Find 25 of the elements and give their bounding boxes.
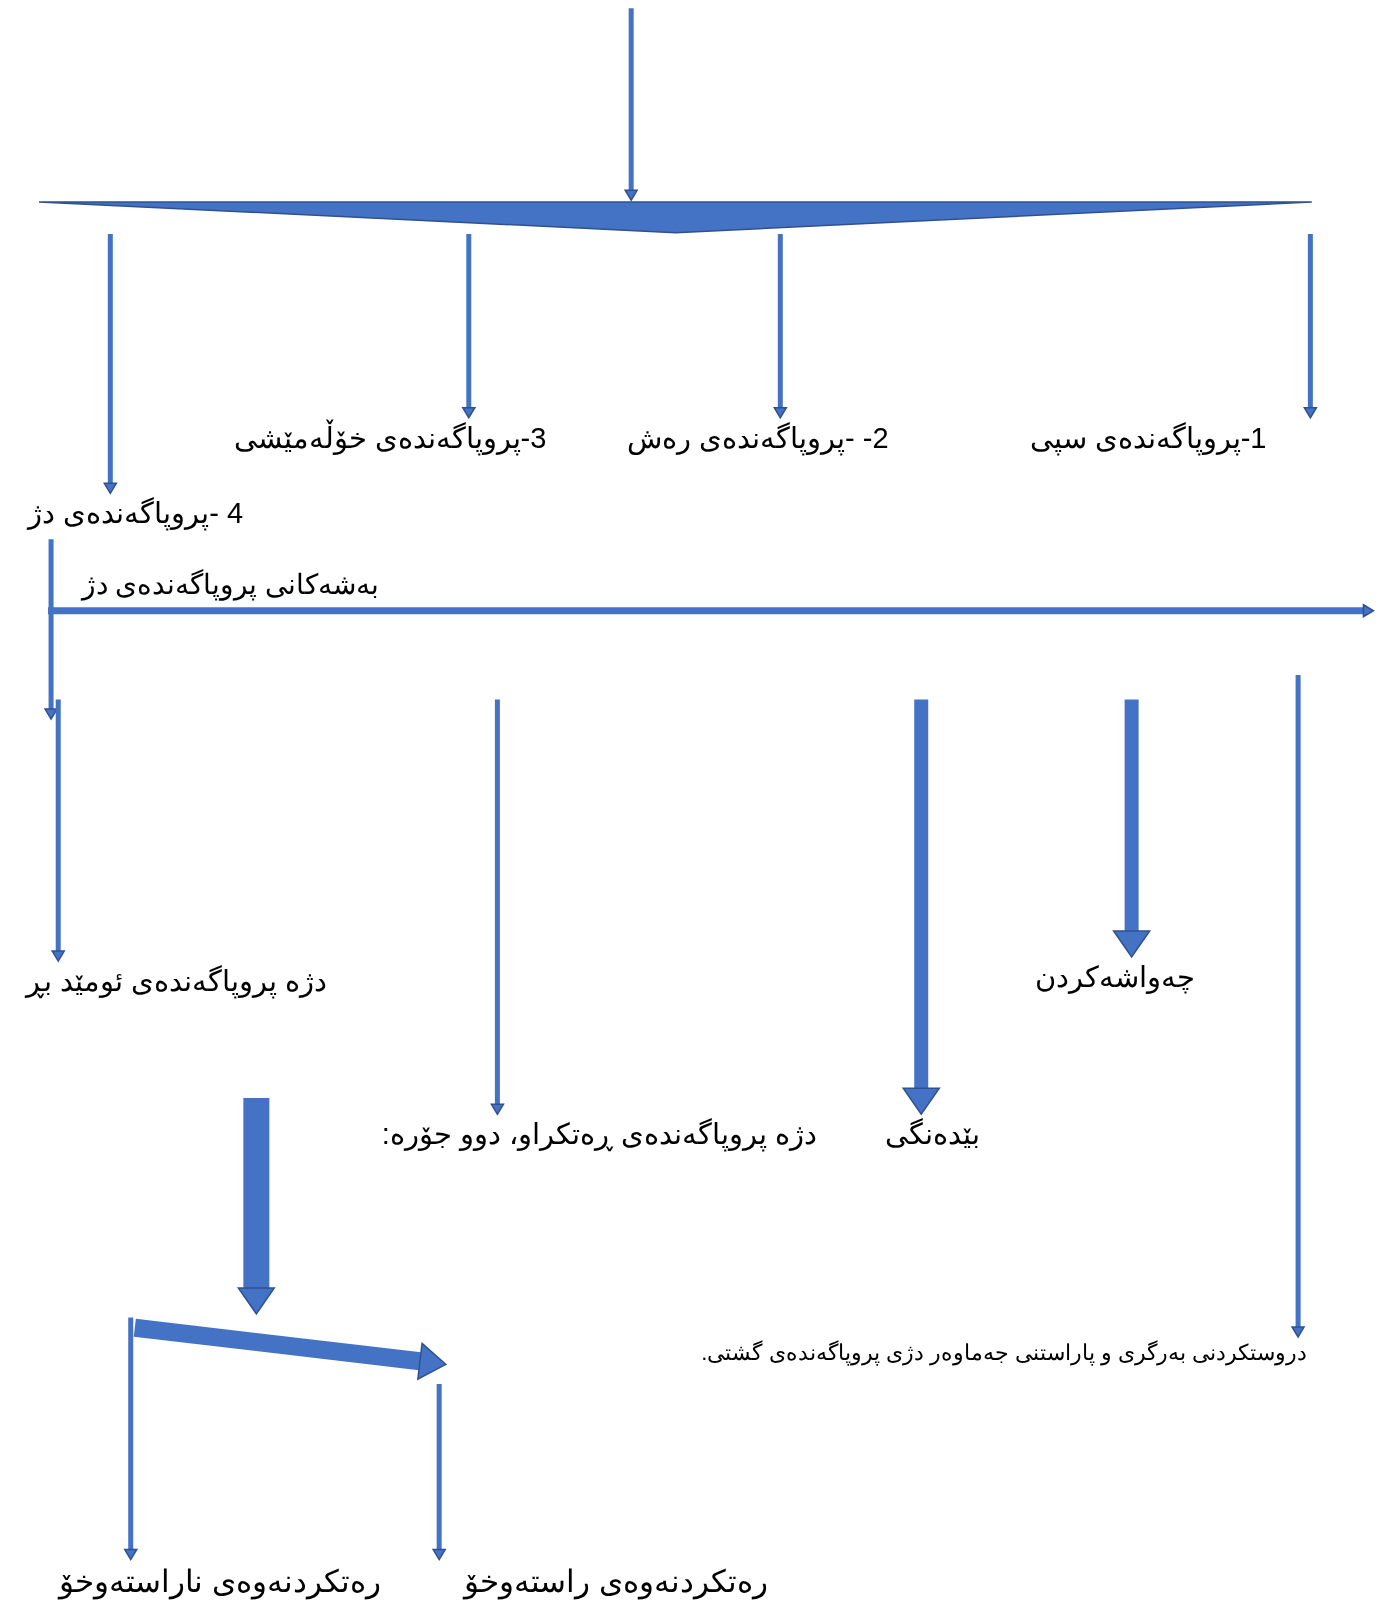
arrow <box>1291 675 1305 1338</box>
node-text: 4 -پروپاگەندەی دژ <box>28 496 244 533</box>
node-text: دژە پروپاگەندەی ڕەتکراو، دوو جۆرە: <box>381 1117 818 1154</box>
arrow <box>1303 233 1318 419</box>
node-text: 2- -پروپاگەندەی رەش <box>626 420 889 458</box>
section-label: بەشەکانی پروپاگەندەی دژ <box>81 567 380 603</box>
arrow <box>462 233 476 419</box>
arrow <box>124 1317 138 1561</box>
arrow <box>624 8 638 201</box>
node-text: دژە پروپاگەندەی ئومێد بڕ <box>25 964 327 1001</box>
node-text: رەتکردنەوەی ناراستەوخۆ <box>59 1562 381 1602</box>
node-text: دروستکردنی بەرگری و پاراستنی جەماوەر دژی پروپاگەندەی گشتی. <box>701 1338 1308 1368</box>
arrow <box>44 539 58 720</box>
arrow <box>902 699 940 1116</box>
arrow <box>490 699 505 1116</box>
node-text: 3-پروپاگەندەی خۆڵەمێشی <box>233 418 547 458</box>
node-text: بێدەنگی <box>885 1117 981 1153</box>
node-text: 1-پروپاگەندەی سپی <box>1029 420 1267 458</box>
arrow <box>773 233 788 419</box>
arrow <box>432 1383 446 1561</box>
arrow <box>103 233 118 495</box>
arrow <box>1112 699 1151 958</box>
node-text: رەتکردنەوەی راستەوخۆ <box>464 1562 769 1602</box>
arrow <box>51 699 65 962</box>
node-text: چەواشەکردن <box>1034 960 1195 996</box>
